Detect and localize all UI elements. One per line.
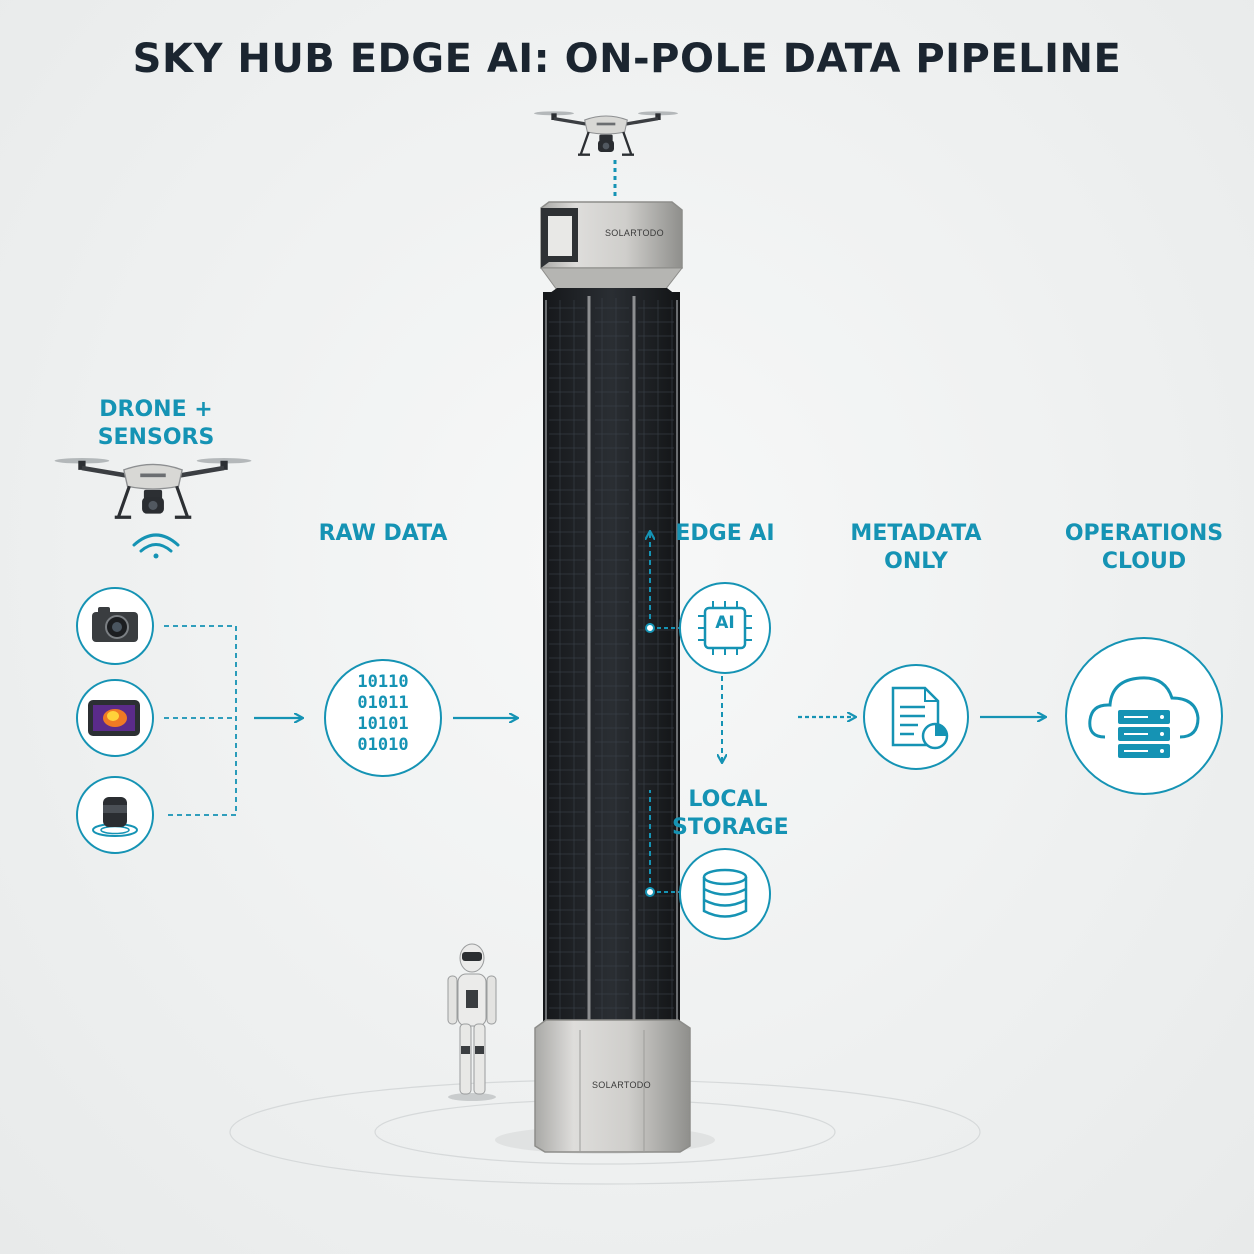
page-title: SKY HUB EDGE AI: ON-POLE DATA PIPELINE	[132, 36, 1122, 82]
lidar-icon	[76, 776, 154, 854]
ai-chip-label: AI	[715, 613, 735, 633]
label-operations-line1: OPERATIONS	[1064, 521, 1224, 546]
binary-row: 01010	[357, 735, 409, 755]
label-metadata-line1: METADATA	[850, 521, 982, 546]
label-operations-cloud: OPERATIONS CLOUD	[1064, 520, 1224, 576]
camera-icon	[76, 587, 154, 665]
ai-chip-icon	[679, 582, 771, 674]
edge-ai-connector	[645, 532, 680, 633]
binary-rows: 10110 01011 10101 01010	[327, 672, 439, 756]
label-local-line1: LOCAL	[688, 787, 768, 812]
sensor-merge-lines	[164, 625, 237, 816]
drone-icon	[534, 111, 678, 154]
local-storage-connector	[645, 790, 680, 897]
database-icon	[679, 848, 771, 940]
label-drone-sensors: DRONE + SENSORS	[97, 397, 215, 450]
drone-sensors-drone-icon	[55, 458, 252, 517]
label-operations-line2: CLOUD	[1101, 549, 1187, 574]
binary-row: 10101	[357, 714, 409, 734]
binary-row: 10110	[357, 672, 409, 692]
thermal-camera-icon	[76, 679, 154, 757]
binary-data-icon	[324, 659, 442, 777]
label-edge-ai: EDGE AI	[675, 521, 775, 546]
label-metadata-line2: ONLY	[884, 549, 948, 574]
label-local-line2: STORAGE	[672, 815, 789, 840]
label-raw-data: RAW DATA	[318, 521, 448, 546]
brand-top: SOLARTODO	[605, 228, 664, 238]
binary-row: 01011	[357, 693, 409, 713]
robot-figure	[447, 943, 497, 1101]
wifi-icon	[132, 533, 180, 559]
document-icon	[863, 664, 969, 770]
solar-pole	[534, 201, 691, 1153]
label-metadata-only: METADATA ONLY	[846, 520, 986, 576]
brand-bottom: SOLARTODO	[592, 1080, 651, 1090]
cloud-server-icon	[1065, 637, 1223, 795]
label-local-storage: LOCAL STORAGE	[672, 786, 789, 842]
